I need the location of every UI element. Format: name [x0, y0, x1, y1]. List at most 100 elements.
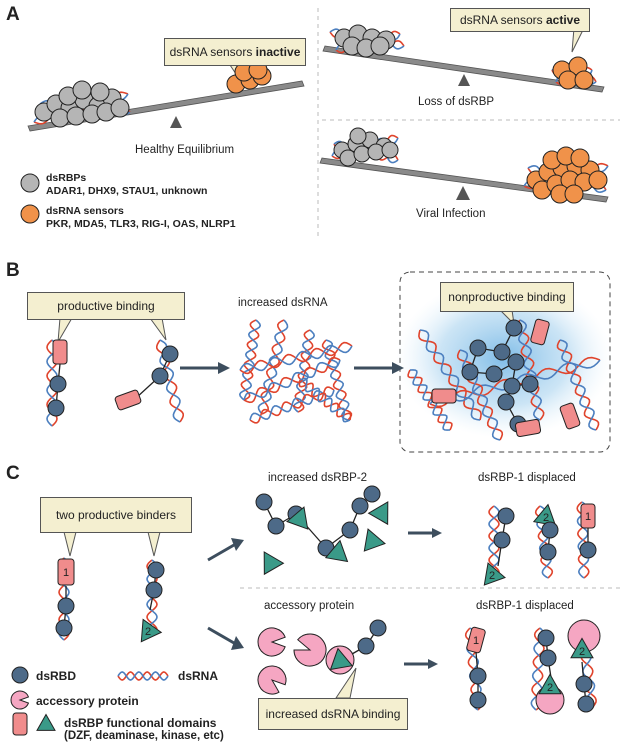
legend-sensor-marker	[20, 204, 40, 224]
callout-text: dsRNA sensors	[459, 13, 546, 27]
dsrbd-domain	[505, 319, 523, 337]
dsrna-helix	[238, 319, 262, 401]
dsrbd-domain	[147, 561, 165, 579]
dsrbd-domain	[469, 339, 487, 357]
dsrna-helix	[419, 329, 481, 421]
dsrna-sensor	[564, 184, 584, 204]
legend-functional-examples: (DZF, deaminase, kinase, etc)	[64, 730, 224, 742]
legend-accessory-protein: accessory protein	[36, 694, 139, 708]
dsrna-helix	[459, 349, 501, 441]
dsrbd-domain	[145, 581, 163, 599]
legend-dsrbd: dsRBD	[36, 669, 77, 683]
callout-tail	[149, 317, 167, 341]
legend-dsrbp-marker	[20, 173, 40, 193]
accessory-protein	[257, 665, 287, 695]
callout-tail	[147, 531, 161, 557]
domain-number-label: 1	[63, 567, 69, 579]
callout-text: dsRNA sensors	[169, 45, 256, 59]
dsrbd-domain	[503, 377, 521, 395]
functional-domain-triangle	[483, 562, 506, 586]
functional-domain-triangle	[140, 618, 163, 643]
dsrbd-domain	[47, 399, 65, 417]
dsrbd-domain	[539, 543, 557, 561]
dsrbp-gray	[339, 149, 357, 167]
callout-emphasis: inactive	[255, 45, 301, 59]
functional-domain-triangle	[570, 637, 594, 659]
dsrna-helix	[243, 359, 341, 401]
domain-number-label: 2	[543, 512, 549, 524]
dsrna-helix	[517, 319, 543, 421]
dsrna-helix	[559, 339, 597, 431]
dsrbd-domain	[577, 695, 595, 713]
label-viral-infection: Viral Infection	[416, 208, 486, 220]
legend-dsrbps-title: dsRBPs	[46, 172, 87, 184]
domain-number-label: 1	[473, 635, 479, 647]
legend-sensors-list: PKR, MDA5, TLR3, RIG-I, OAS, NLRP1	[46, 218, 236, 230]
dsrna-sensor	[570, 148, 590, 168]
functional-domain-box	[431, 388, 457, 404]
dsrna-helix	[299, 377, 351, 423]
callout-increased-dsrna-binding: increased dsRNA binding	[258, 698, 408, 730]
functional-domain-box	[530, 318, 550, 346]
label-increased-dsrna: increased dsRNA	[238, 297, 328, 309]
dsrbd-domain	[539, 649, 557, 667]
dsrbd-domain	[369, 619, 387, 637]
dsrbd-domain	[357, 637, 375, 655]
dsrbd-domain	[493, 343, 511, 361]
flow-arrows	[180, 362, 442, 669]
legend-dsrbps-list: ADAR1, DHX9, STAU1, unknown	[46, 185, 208, 197]
dsrbp-gray	[90, 82, 110, 102]
domain-number-label: 1	[585, 511, 591, 523]
dsrna-helix	[249, 389, 335, 421]
label-increased-dsrbp-2: increased dsRBP-2	[268, 472, 368, 484]
dsrbd-domain	[575, 675, 593, 693]
functional-domain-box	[52, 339, 68, 365]
dsrbd-domain	[469, 667, 487, 685]
panel-label-c: C	[6, 463, 20, 484]
legend-functional-domains: dsRBP functional domains	[64, 716, 217, 730]
functional-domain-triangle	[367, 501, 389, 526]
dsrbd-domain	[461, 363, 479, 381]
functional-domain-triangle	[363, 528, 386, 552]
dsrbd-domain	[341, 521, 359, 539]
accessory-protein	[10, 690, 30, 710]
dsrbd-domain	[493, 531, 511, 549]
callout-sensors-inactive: dsRNA sensors inactive	[164, 38, 306, 66]
dsrna-sensor	[588, 170, 608, 190]
seesaw-loss	[322, 45, 605, 93]
panel-label-b: B	[6, 260, 20, 281]
domain-number-label: 2	[489, 570, 495, 582]
dsrbd-domain	[521, 375, 539, 393]
dsrna-sensor	[574, 70, 594, 90]
domain-number-label: 2	[579, 646, 585, 658]
dsrbp-gray	[66, 106, 86, 126]
functional-domain-box	[466, 626, 486, 654]
legend-box-marker	[12, 712, 28, 736]
domain-number-label: 2	[547, 682, 553, 694]
dsrna-helix	[292, 329, 316, 413]
dsrbd-domain	[49, 375, 67, 393]
dsrbd-domain	[11, 666, 29, 684]
functional-domain-triangle	[538, 673, 562, 695]
accessory-protein	[257, 627, 286, 657]
dsrna-helix	[239, 344, 353, 372]
dsrbd-domain	[57, 597, 75, 615]
dsrbd-domain	[497, 393, 515, 411]
legend-sensors-title: dsRNA sensors	[46, 205, 124, 217]
dsrbd-domain	[537, 629, 555, 647]
dsrbd-domain	[541, 521, 559, 539]
dsrbd-domain	[267, 517, 285, 535]
functional-domain-box	[57, 558, 75, 586]
functional-domain-triangle	[324, 539, 349, 563]
label-dsrbp-1-displaced-top: dsRBP-1 displaced	[478, 472, 576, 484]
callout-emphasis: active	[546, 13, 581, 27]
dsrbd-domain	[507, 353, 525, 371]
callout-tail	[63, 531, 77, 557]
dsrbp-gray	[367, 143, 385, 161]
callout-sensors-active: dsRNA sensors active	[450, 8, 590, 32]
functional-domain-box	[559, 402, 581, 430]
dsrbd-domain	[579, 541, 597, 559]
accessory-protein	[293, 633, 327, 667]
